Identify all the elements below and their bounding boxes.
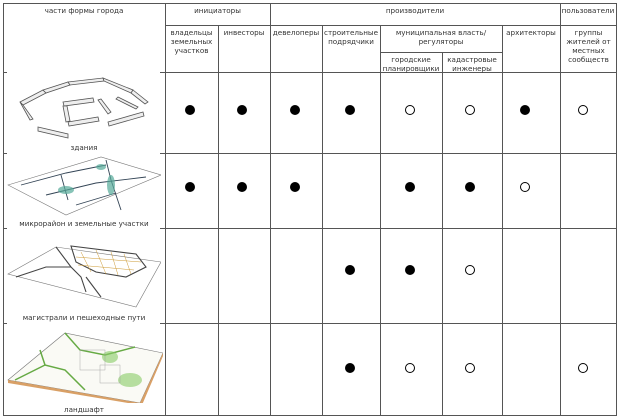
open-dot [465,363,475,373]
col-investors: инвесторы [223,28,265,37]
col-cadastral: кадастровые инженеры [447,55,497,73]
col-planners: городские планировщики [382,55,440,73]
filled-dot [185,182,195,192]
open-dot [465,105,475,115]
filled-dot [290,182,300,192]
filled-dot [237,105,247,115]
buildings-sketch [19,77,149,139]
filled-dot [185,105,195,115]
filled-dot [290,105,300,115]
group-initiators: инициаторы [194,6,241,15]
col-architects: архитекторы [506,28,556,37]
parts-header: части формы города [44,6,124,15]
open-dot [520,182,530,192]
filled-dot [405,182,415,192]
group-users: пользователи [561,6,615,15]
group-producers: производители [385,6,445,15]
filled-dot [237,182,247,192]
open-dot [465,265,475,275]
col-municipal: муниципальная власть/ регуляторы [395,28,487,46]
row-label-buildings: здания [70,143,98,152]
districts-sketch [7,156,161,216]
col-developers: девелоперы [272,28,320,37]
streets-sketch [7,245,161,308]
filled-dot [345,105,355,115]
landscape-sketch [7,332,163,403]
filled-dot [520,105,530,115]
col-contractors: строительные подрядчики [324,28,379,46]
filled-dot [345,363,355,373]
filled-dot [465,182,475,192]
row-label-districts: микрорайон и земельные участки [19,219,149,228]
row-label-streets: магистрали и пешеходные пути [22,313,146,322]
open-dot [578,363,588,373]
col-residents: группы жителей от местных сообществ [566,28,611,64]
open-dot [578,105,588,115]
filled-dot [345,265,355,275]
col-landowners: владельцы земельных участков [170,28,213,55]
row-label-landscape: ландшафт [64,405,104,414]
filled-dot [405,265,415,275]
open-dot [405,105,415,115]
open-dot [405,363,415,373]
